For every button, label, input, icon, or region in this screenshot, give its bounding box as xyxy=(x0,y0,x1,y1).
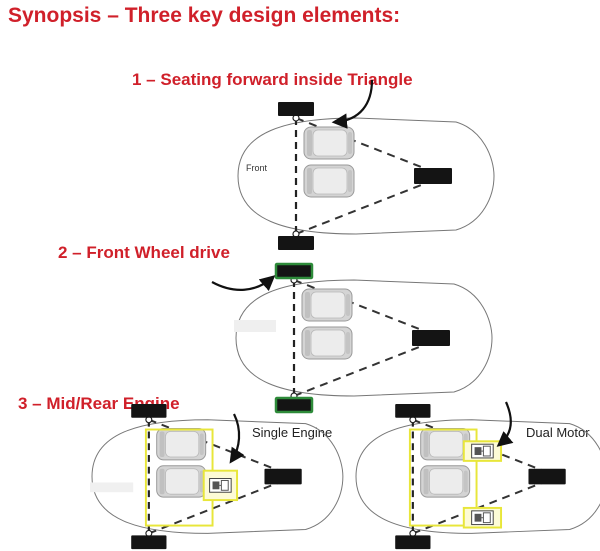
caption-dual-motor: Dual Motor xyxy=(526,425,590,440)
car-diagram-seating-forward xyxy=(238,102,494,250)
front-label: Front xyxy=(246,163,268,173)
arrow-to-dual-motor xyxy=(496,401,514,447)
caption-single-engine: Single Engine xyxy=(252,425,333,440)
arrow-to-single-engine xyxy=(229,413,245,464)
heading-seating-forward: 1 – Seating forward inside Triangle xyxy=(132,70,413,89)
arrow-to-front-wheel xyxy=(211,275,276,292)
car-diagram-front-wheel-drive xyxy=(234,262,492,414)
car-diagram-dual-motor xyxy=(356,404,600,549)
page-title: Synopsis – Three key design elements: xyxy=(8,4,401,27)
heading-front-wheel-drive: 2 – Front Wheel drive xyxy=(58,243,230,262)
car-diagram-single-engine xyxy=(90,404,343,549)
arrow-to-seat xyxy=(331,79,374,129)
